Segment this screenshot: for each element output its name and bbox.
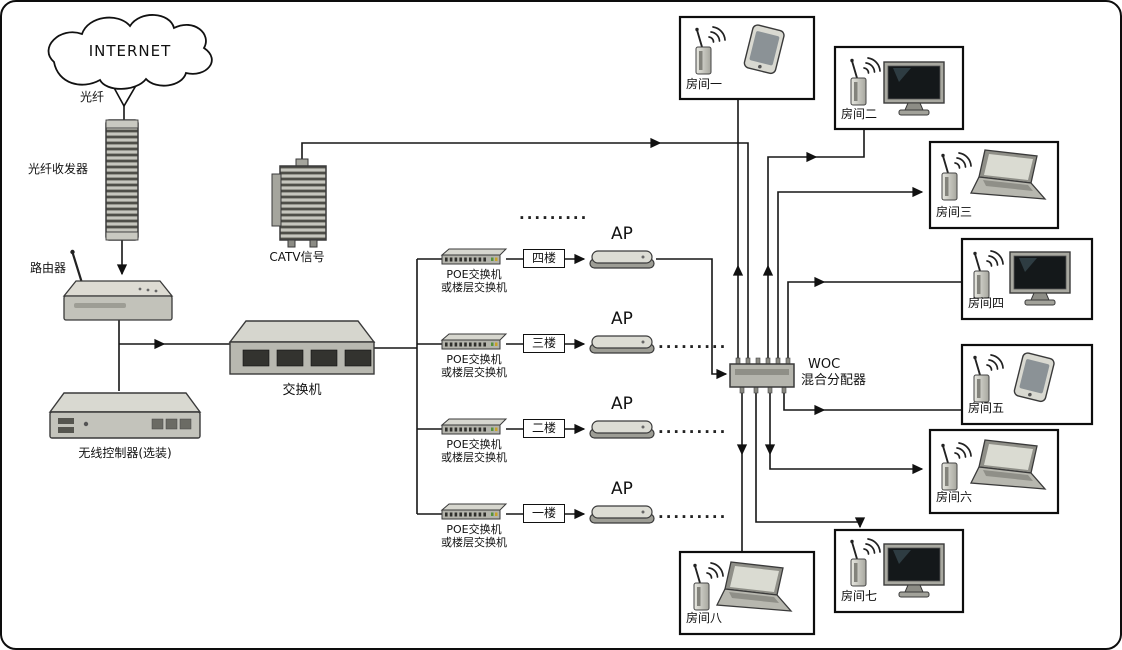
woc-label-line2: 混合分配器 [801, 373, 867, 388]
wire-catv-to-woc [301, 137, 749, 364]
floor-tag-2f: 二楼 [523, 419, 565, 438]
room-6-label: 房间六 [936, 490, 973, 504]
wire-ap-to-woc [656, 258, 728, 380]
more-floors-ellipsis: ......... [519, 205, 589, 223]
ap-label-2f: AP [611, 394, 633, 414]
floor-tag-4f: 四楼 [523, 249, 565, 268]
fiber-transceiver [105, 119, 139, 241]
catv-device [271, 158, 327, 248]
poe-label-1f-line2: 或楼层交换机 [441, 536, 507, 550]
room-4-label: 房间四 [968, 296, 1005, 310]
distribution-wires [732, 99, 962, 552]
poe-label-2f-line1: POE交换机 [446, 438, 502, 451]
more-aps-ellipsis-3f: ......... [658, 334, 728, 352]
poe-label-1f: POE交换机 或楼层交换机 [430, 523, 518, 549]
wire-woc-to-room6 [764, 387, 924, 475]
catv-label: CATV信号 [269, 250, 325, 264]
core-switch-device [228, 320, 376, 375]
woc-mixer-device [729, 357, 795, 394]
poe-label-4f-line2: 或楼层交换机 [441, 281, 507, 295]
wire-woc-to-room4 [787, 276, 962, 364]
poe-label-3f: POE交换机 或楼层交换机 [430, 353, 518, 379]
wire-woc-to-room5 [783, 387, 962, 416]
poe-switch-3f [440, 332, 508, 351]
devices [47, 14, 1071, 612]
poe-label-1f-line1: POE交换机 [446, 523, 502, 536]
room-1-label: 房间一 [686, 77, 723, 91]
ap-label-1f: AP [611, 479, 633, 499]
ap-device-1f [589, 505, 655, 524]
poe-label-3f-line1: POE交换机 [446, 353, 502, 366]
ap-device-4f [589, 250, 655, 269]
ap-label-3f: AP [611, 309, 633, 329]
poe-label-3f-line2: 或楼层交换机 [441, 366, 507, 380]
internet-cloud [47, 14, 213, 108]
poe-label-2f: POE交换机 或楼层交换机 [430, 438, 518, 464]
wire-woc-to-room7 [755, 387, 866, 529]
ap-label-4f: AP [611, 224, 633, 244]
room-8-label: 房间八 [686, 611, 723, 625]
switch-label: 交换机 [282, 383, 322, 398]
room-3-label: 房间三 [936, 205, 973, 219]
woc-label-line1: WOC [808, 357, 841, 372]
room-7-label: 房间七 [841, 589, 878, 603]
poe-switch-4f [440, 247, 508, 266]
poe-label-4f-line1: POE交换机 [446, 268, 502, 281]
more-aps-ellipsis-2f: ......... [658, 419, 728, 437]
room-2-label: 房间二 [841, 107, 878, 121]
wireless-controller-device [48, 392, 202, 439]
poe-label-4f: POE交换机 或楼层交换机 [430, 268, 518, 294]
transceiver-label: 光纤收发器 [28, 162, 89, 176]
controller-label: 无线控制器(选装) [78, 446, 172, 460]
wire-woc-to-room3 [777, 186, 924, 364]
more-aps-ellipsis-1f: ......... [658, 504, 728, 522]
ap-device-2f [589, 420, 655, 439]
router-device [62, 249, 174, 321]
wire-poe-to-ap [506, 253, 586, 520]
fiber-label: 光纤 [80, 90, 105, 104]
floor-tag-3f: 三楼 [523, 334, 565, 353]
poe-switch-1f [440, 502, 508, 521]
internet-label: INTERNET [88, 42, 172, 60]
floor-tag-1f: 一楼 [523, 504, 565, 523]
room-5-label: 房间五 [968, 401, 1005, 415]
poe-switch-2f [440, 417, 508, 436]
router-label: 路由器 [30, 261, 67, 275]
wire-switch-to-poe-bus [374, 258, 442, 515]
wire-woc-to-room2 [762, 129, 865, 364]
poe-label-2f-line2: 或楼层交换机 [441, 451, 507, 465]
ap-device-3f [589, 335, 655, 354]
